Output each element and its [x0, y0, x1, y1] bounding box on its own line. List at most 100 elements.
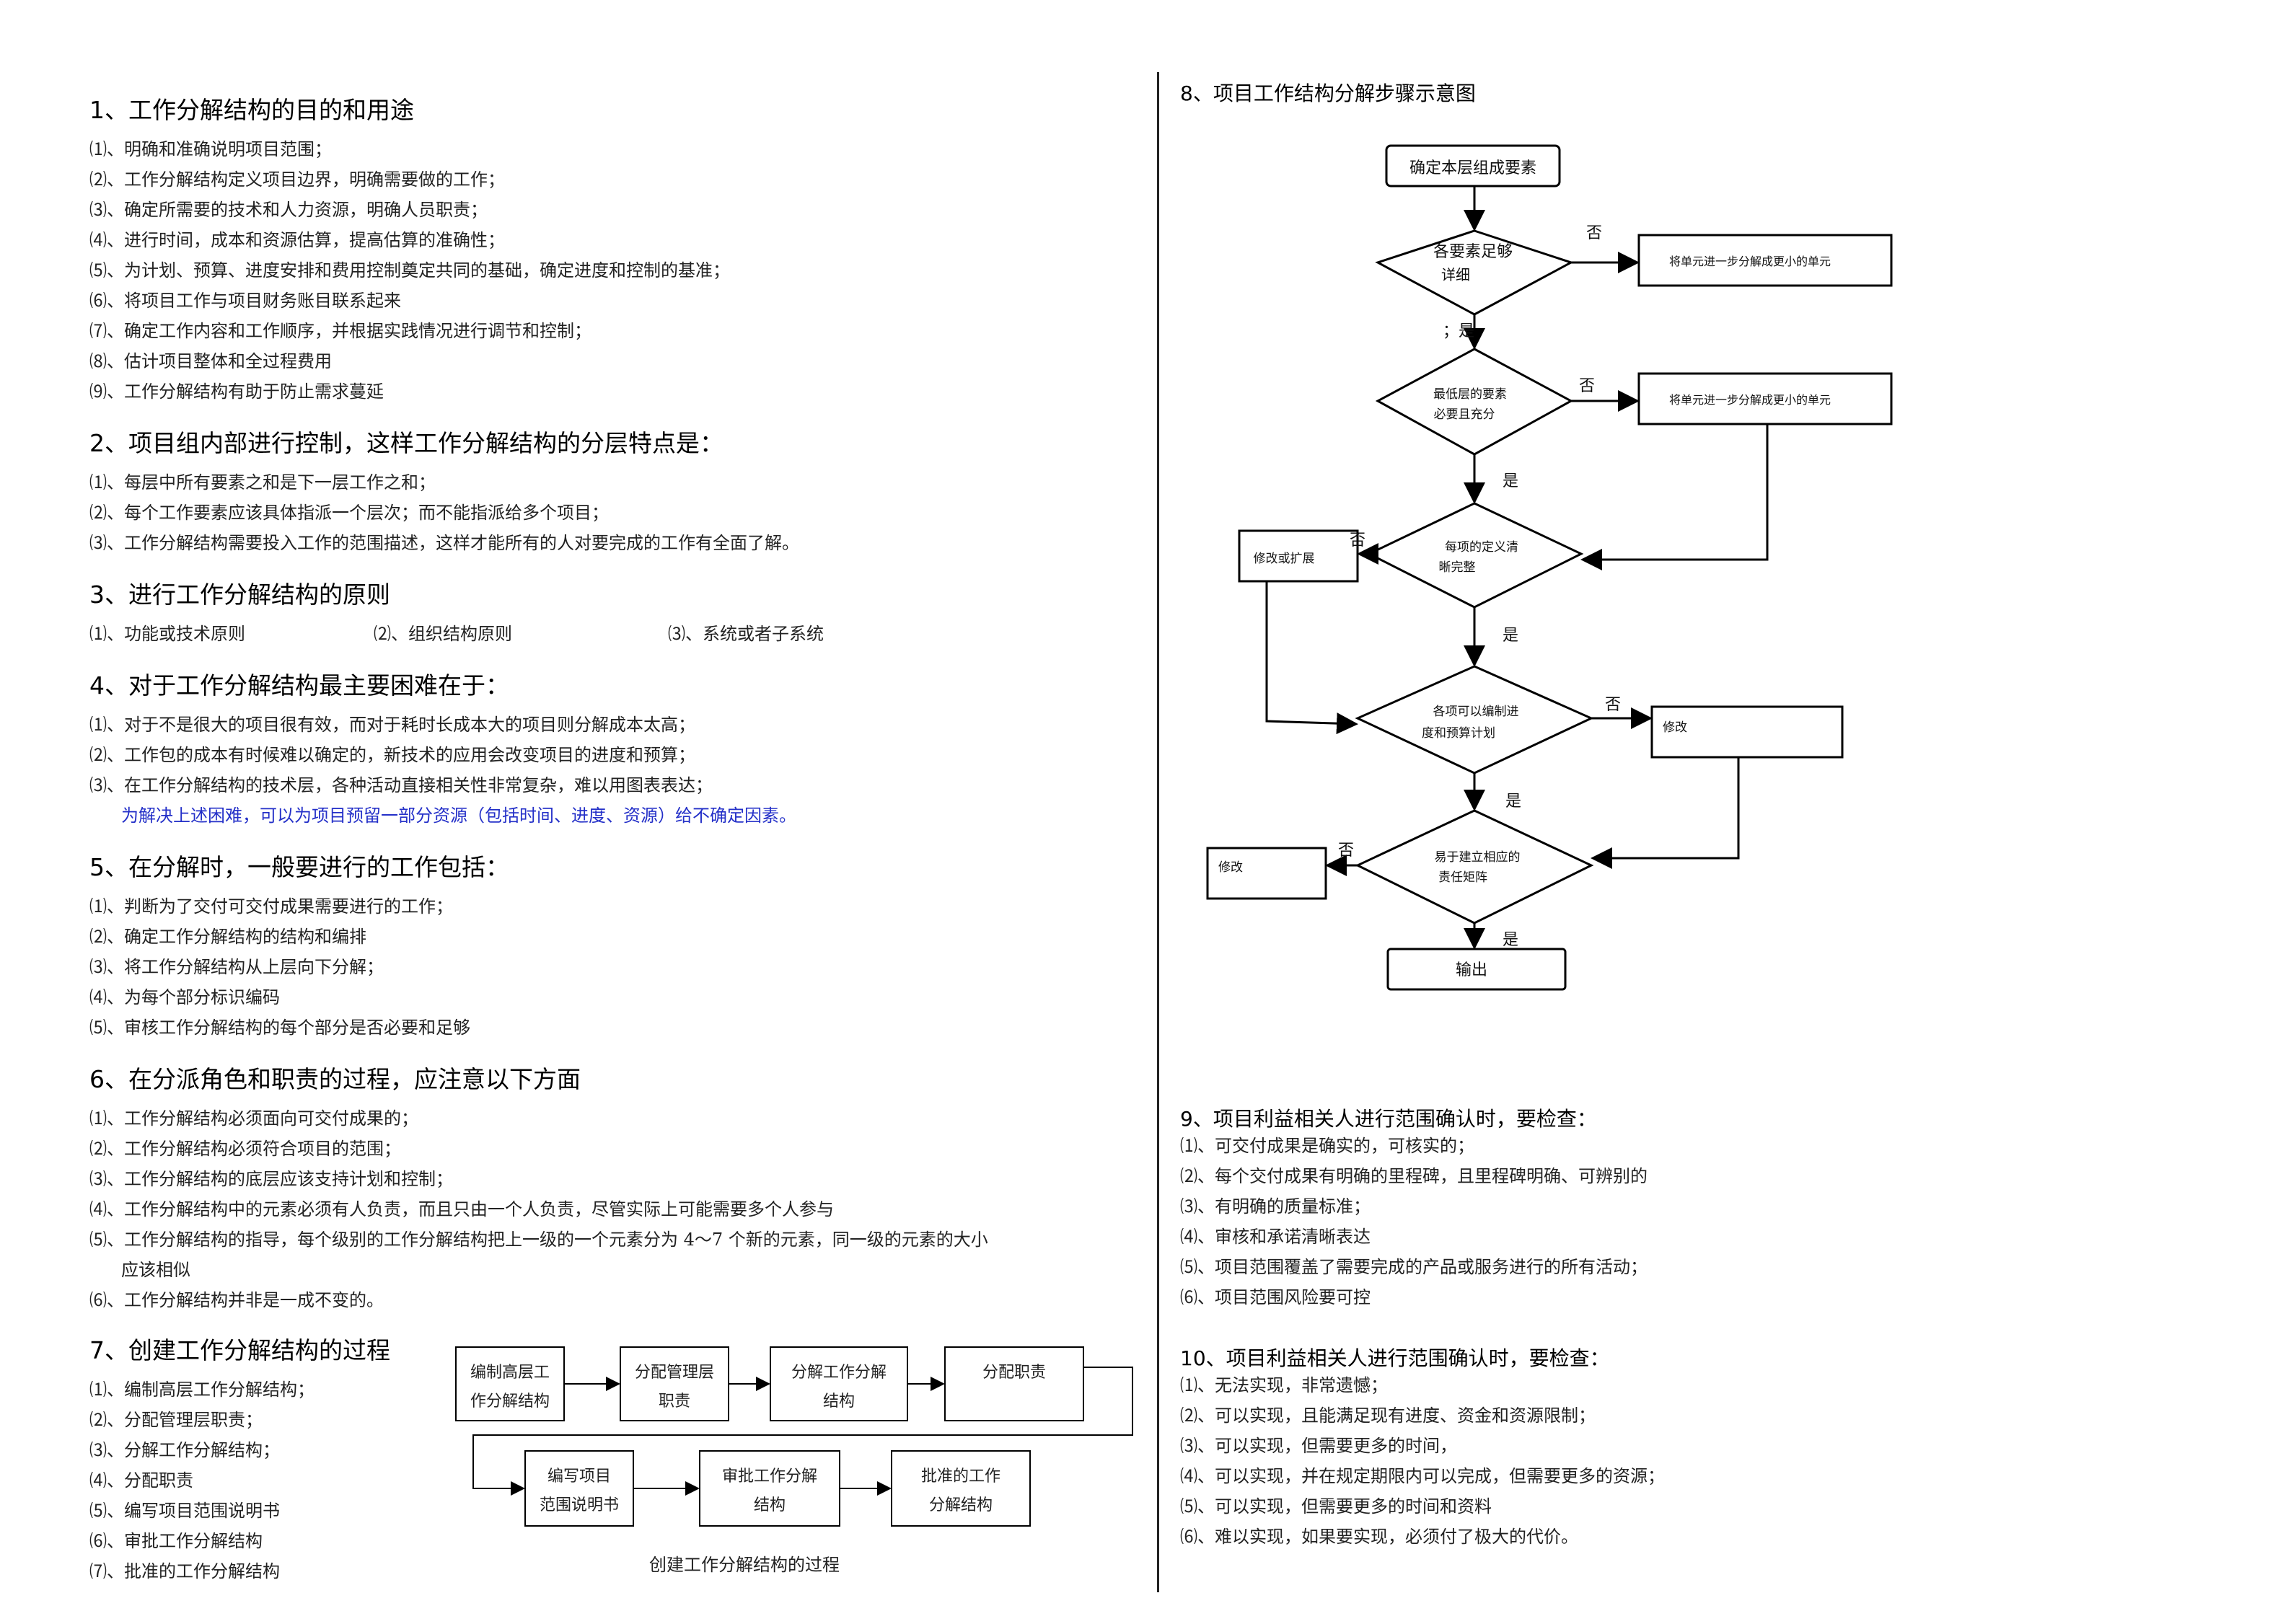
flow-arrow-side2-return [1580, 424, 1769, 570]
s1-item-9: ⑼、工作分解结构有助于防止需求蔓延 [89, 381, 384, 402]
process-box-6 [699, 1450, 840, 1527]
s6-item-5-cont: 应该相似 [121, 1260, 190, 1280]
flow-decision-5 [1355, 809, 1594, 924]
s4-note: 为解决上述困难，可以为项目预留一部分资源（包括时间、进度、资源）给不确定因素。 [121, 806, 796, 826]
s6-item-6: ⑹、工作分解结构并非是一成不变的。 [89, 1290, 384, 1310]
flow-label-yes-2: 是 [1503, 472, 1518, 490]
s10-item-5: ⑸、可以实现，但需要更多的时间和资料 [1180, 1496, 1492, 1517]
s1-item-1: ⑴、明确和准确说明项目范围； [89, 139, 332, 159]
s10-item-2: ⑵、可以实现，且能满足现有进度、资金和资源限制； [1180, 1405, 1596, 1426]
flow-decision-4-line-1: 各项可以编制进 [1433, 705, 1519, 719]
s5-item-2: ⑵、确定工作分解结构的结构和编排 [89, 927, 366, 947]
s9-item-5: ⑸、项目范围覆盖了需要完成的产品或服务进行的所有活动； [1180, 1257, 1648, 1277]
flow-side-box-1 [1637, 234, 1893, 287]
flow-decision-1-line-1: 各要素足够 [1433, 243, 1513, 261]
s1-item-4: ⑷、进行时间，成本和资源估算，提高估算的准确性； [89, 230, 505, 250]
s2-item-2: ⑵、每个工作要素应该具体指派一个层次；而不能指派给多个项目； [89, 503, 609, 523]
s10-item-1: ⑴、无法实现，非常遗憾； [1180, 1375, 1388, 1395]
flow-decision-2 [1375, 348, 1574, 456]
s7-item-3: ⑶、分解工作分解结构； [89, 1440, 280, 1460]
s1-item-6: ⑹、将项目工作与项目财务账目联系起来 [89, 291, 401, 311]
s6-item-5: ⑸、工作分解结构的指导，每个级别的工作分解结构把上一级的一个元素分为 4～7 个… [89, 1230, 988, 1250]
section-5-heading: 5、在分解时，一般要进行的工作包括： [89, 853, 509, 881]
flow-decision-4-line-2: 度和预算计划 [1422, 726, 1495, 741]
s1-item-2: ⑵、工作分解结构定义项目边界，明确需要做的工作； [89, 169, 505, 190]
flow-decision-2-line-1: 最低层的要素 [1433, 387, 1507, 402]
s5-item-5: ⑸、审核工作分解结构的每个部分是否必要和足够 [89, 1018, 470, 1038]
s7-item-4: ⑷、分配职责 [89, 1470, 193, 1491]
process-box-4 [944, 1346, 1084, 1421]
process-box-2-line-2: 职责 [659, 1393, 690, 1411]
process-box-1-line-1: 编制高层工 [470, 1364, 550, 1382]
s1-item-8: ⑻、估计项目整体和全过程费用 [89, 351, 332, 371]
flow-decision-3 [1366, 502, 1584, 609]
flow-decision-3-line-1: 每项的定义清 [1445, 540, 1518, 555]
s9-item-4: ⑷、审核和承诺清晰表达 [1180, 1227, 1371, 1247]
process-box-5-line-1: 编写项目 [547, 1468, 611, 1486]
flow-decision-5-line-1: 易于建立相应的 [1435, 850, 1521, 865]
flow-decision-5-line-2: 责任矩阵 [1438, 870, 1487, 885]
flow-side-2-label: 将单元进一步分解成更小的单元 [1669, 393, 1831, 407]
section-4-heading: 4、对于工作分解结构最主要困难在于： [89, 671, 509, 700]
flow-side-4-label: 修改 [1663, 720, 1687, 735]
s2-item-3: ⑶、工作分解结构需要投入工作的范围描述，这样才能所有的人对要完成的工作有全面了解… [89, 533, 799, 553]
s1-item-5: ⑸、为计划、预算、进度安排和费用控制奠定共同的基础，确定进度和控制的基准； [89, 260, 730, 281]
s6-item-1: ⑴、工作分解结构必须面向可交付成果的； [89, 1108, 418, 1129]
process-box-2-line-1: 分配管理层 [635, 1364, 714, 1382]
flow-side-1-label: 将单元进一步分解成更小的单元 [1669, 255, 1831, 268]
flow-side-box-3 [1238, 529, 1359, 583]
s7-item-2: ⑵、分配管理层职责； [89, 1410, 263, 1430]
s9-item-1: ⑴、可交付成果是确实的，可核实的； [1180, 1136, 1474, 1156]
process-arrow-4 [472, 1367, 1133, 1496]
flow-label-no-1: 否 [1586, 224, 1602, 242]
flow-decision-2-line-2: 必要且充分 [1434, 407, 1495, 422]
process-box-6-line-2: 结构 [754, 1496, 786, 1514]
s9-item-6: ⑹、项目范围风险要可控 [1180, 1287, 1371, 1307]
flow-label-yes-4: 是 [1505, 793, 1521, 811]
flow-arrow-side3-return [1265, 581, 1358, 735]
flow-side-box-2 [1637, 372, 1893, 425]
process-box-5 [524, 1450, 634, 1527]
process-box-1 [455, 1346, 565, 1421]
s2-item-1: ⑴、每层中所有要素之和是下一层工作之和； [89, 472, 436, 493]
flow-label-yes-1: ；是 [1443, 322, 1474, 340]
flow-end-label: 输出 [1456, 961, 1487, 979]
flow-side-5-label: 修改 [1218, 860, 1243, 875]
s10-item-3: ⑶、可以实现，但需要更多的时间， [1180, 1436, 1457, 1456]
section-7-heading: 7、创建工作分解结构的过程 [89, 1336, 390, 1364]
s5-item-3: ⑶、将工作分解结构从上层向下分解； [89, 957, 384, 977]
process-box-1-line-2: 作分解结构 [470, 1393, 550, 1411]
process-box-3-line-2: 结构 [823, 1393, 855, 1411]
flow-label-no-3: 否 [1350, 531, 1365, 550]
s5-item-4: ⑷、为每个部分标识编码 [89, 987, 280, 1007]
flow-start-label: 确定本层组成要素 [1409, 159, 1536, 177]
section-6-heading: 6、在分派角色和职责的过程，应注意以下方面 [89, 1065, 581, 1093]
flow-side-box-4 [1650, 705, 1844, 759]
flow-decision-1-line-2: 详细 [1441, 266, 1470, 283]
s6-item-3: ⑶、工作分解结构的底层应该支持计划和控制； [89, 1169, 453, 1189]
section-3-heading: 3、进行工作分解结构的原则 [89, 581, 390, 609]
s4-item-2: ⑵、工作包的成本有时候难以确定的，新技术的应用会改变项目的进度和预算； [89, 745, 695, 765]
s5-item-1: ⑴、判断为了交付可交付成果需要进行的工作； [89, 896, 453, 917]
section-10-heading: 10、项目利益相关人进行范围确认时，要检查： [1180, 1346, 1610, 1370]
flow-label-yes-3: 是 [1503, 627, 1518, 645]
s7-item-7: ⑺、批准的工作分解结构 [89, 1561, 280, 1581]
process-box-6-line-1: 审批工作分解 [722, 1468, 817, 1486]
flow-decision-3-line-2: 晰完整 [1439, 560, 1476, 575]
s3-item-1: ⑴、功能或技术原则 [89, 624, 245, 644]
s9-item-3: ⑶、有明确的质量标准； [1180, 1196, 1371, 1217]
s7-item-6: ⑹、审批工作分解结构 [89, 1531, 263, 1551]
s1-item-3: ⑶、确定所需要的技术和人力资源，明确人员职责； [89, 200, 488, 220]
wbs-steps-flowchart: 确定本层组成要素 各要素足够 详细 最低层的要素 必要且充分 每项的定义清 晰完… [1206, 144, 1893, 991]
flow-label-yes-5: 是 [1503, 931, 1518, 949]
flow-label-no-4: 否 [1605, 696, 1621, 714]
s7-item-5: ⑸、编写项目范围说明书 [89, 1501, 280, 1521]
s3-item-2: ⑵、组织结构原则 [374, 624, 512, 644]
section-8-heading: 8、项目工作结构分解步骤示意图 [1180, 81, 1476, 105]
flow-side-3-label: 修改或扩展 [1254, 552, 1315, 566]
process-box-3 [770, 1346, 908, 1421]
column-divider [1157, 72, 1159, 1592]
s7-item-1: ⑴、编制高层工作分解结构； [89, 1380, 315, 1400]
s10-item-4: ⑷、可以实现，并在规定期限内可以完成，但需要更多的资源； [1180, 1466, 1665, 1486]
s4-item-3: ⑶、在工作分解结构的技术层，各种活动直接相关性非常复杂，难以用图表表达； [89, 775, 713, 795]
